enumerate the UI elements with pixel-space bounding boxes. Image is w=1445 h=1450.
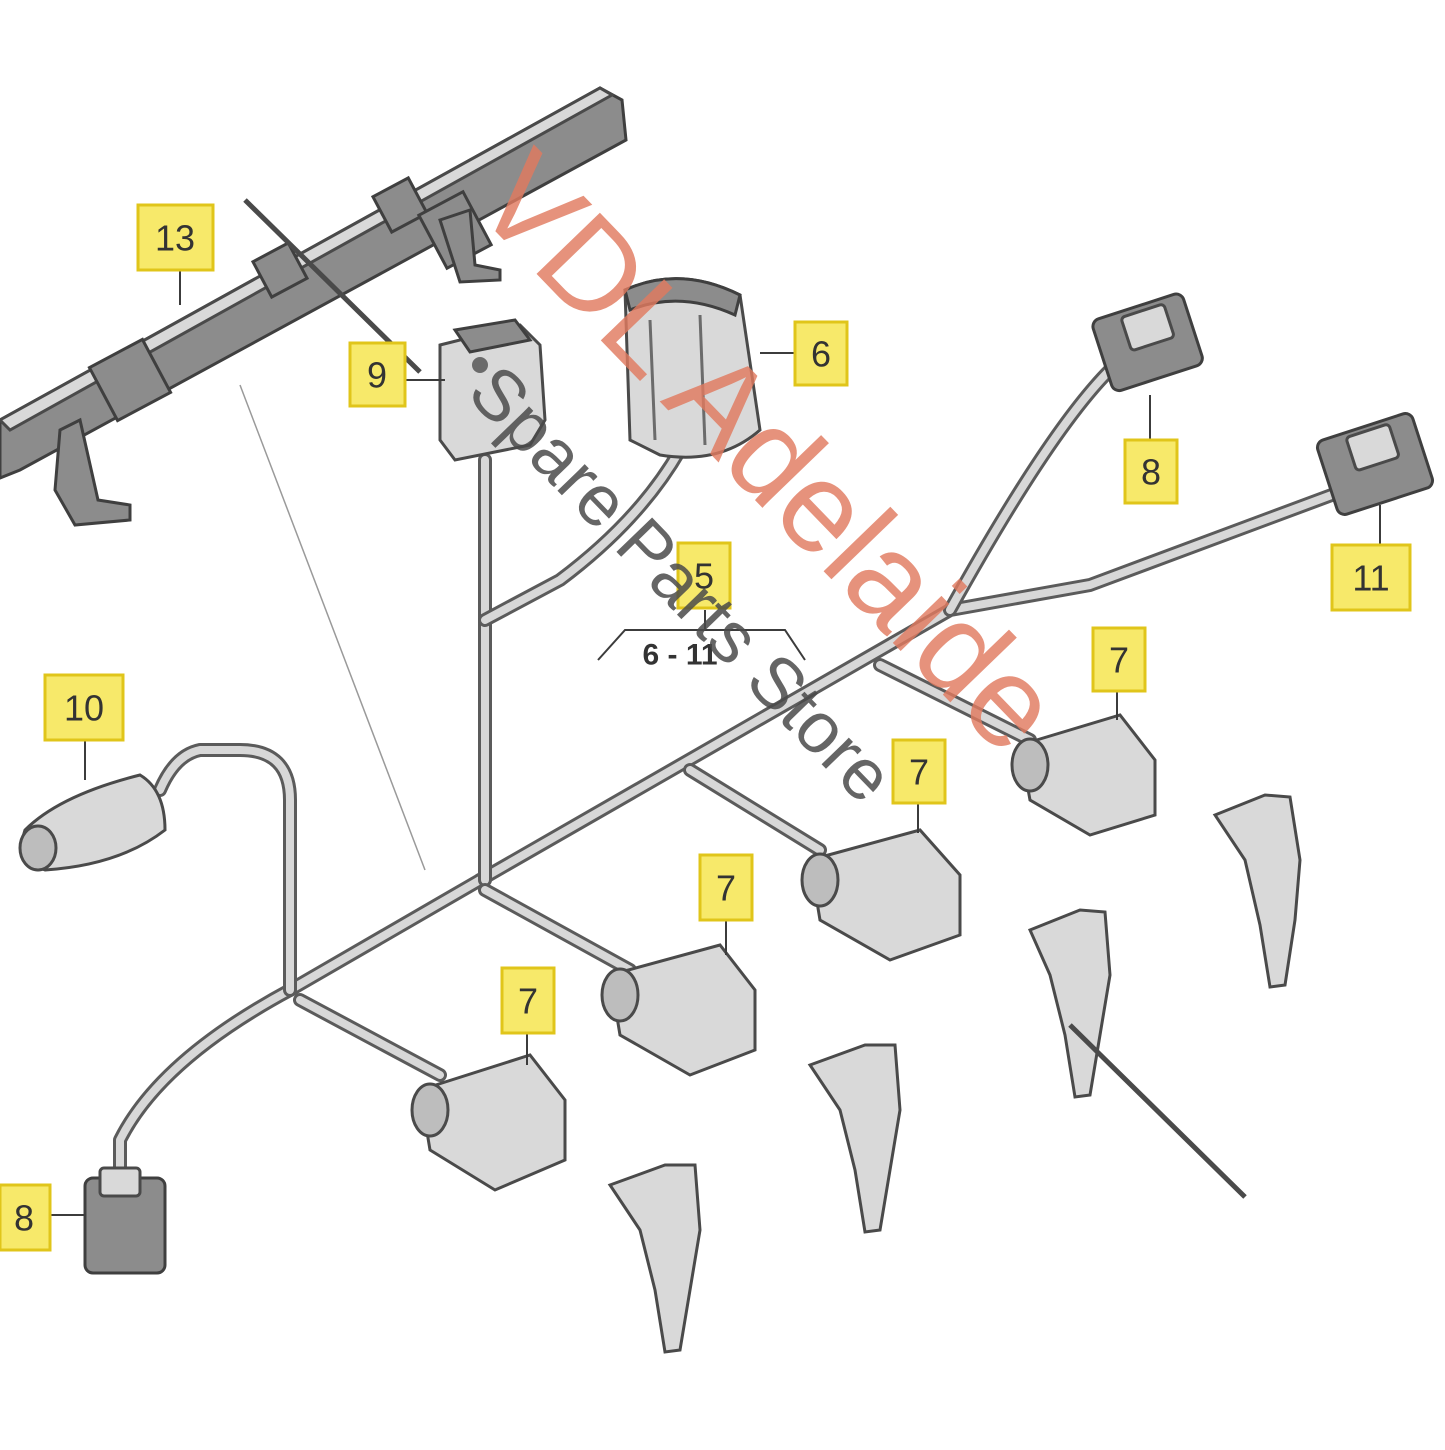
svg-text:5: 5 xyxy=(694,556,714,597)
injector-connector-7-d xyxy=(1010,713,1157,837)
callout-8-bottom: 8 xyxy=(0,1183,52,1252)
range-marker: 6 - 11 xyxy=(597,610,806,672)
fuel-injector-3 xyxy=(1027,908,1112,1099)
callout-13: 13 xyxy=(136,203,215,272)
callout-9: 9 xyxy=(348,341,407,408)
callout-8-top: 8 xyxy=(1123,438,1179,505)
callout-10: 10 xyxy=(43,673,125,742)
svg-text:6: 6 xyxy=(811,334,831,375)
pressure-sensor-10 xyxy=(18,773,167,872)
fuel-injector-2 xyxy=(807,1043,902,1234)
injector-connector-7-c xyxy=(800,828,962,962)
range-label: 6 - 11 xyxy=(642,639,717,672)
svg-text:9: 9 xyxy=(367,355,387,396)
sensor-connector-8-bottom xyxy=(83,1166,167,1275)
svg-text:8: 8 xyxy=(1141,452,1161,493)
callout-7-c: 7 xyxy=(698,853,754,922)
sensor-connector-8-top xyxy=(1091,292,1204,393)
callout-5: 5 xyxy=(676,541,732,610)
injector-connector-7-a xyxy=(410,1053,567,1192)
callout-7-a: 7 xyxy=(1091,626,1147,693)
svg-text:13: 13 xyxy=(155,218,195,259)
callout-6: 6 xyxy=(793,320,849,387)
callout-11: 11 xyxy=(1330,543,1412,612)
connector-6 xyxy=(623,277,762,459)
svg-text:7: 7 xyxy=(1109,640,1129,681)
fuel-injector-4 xyxy=(1212,793,1302,989)
wiring-harness xyxy=(113,363,1352,1187)
connector-9 xyxy=(438,318,547,462)
svg-text:11: 11 xyxy=(1352,558,1389,599)
svg-text:7: 7 xyxy=(716,868,736,909)
fuel-injector-1 xyxy=(607,1163,702,1354)
svg-text:10: 10 xyxy=(64,688,104,729)
callout-7-d: 7 xyxy=(500,966,556,1035)
svg-text:7: 7 xyxy=(518,981,538,1022)
watermark: VDL Adelaide Spare Parts Store xyxy=(450,125,1088,818)
svg-text:8: 8 xyxy=(14,1198,34,1239)
svg-text:7: 7 xyxy=(909,752,929,793)
callout-7-b: 7 xyxy=(891,738,947,805)
injector-connector-7-b xyxy=(600,943,757,1077)
sensor-connector-11 xyxy=(1315,412,1435,516)
